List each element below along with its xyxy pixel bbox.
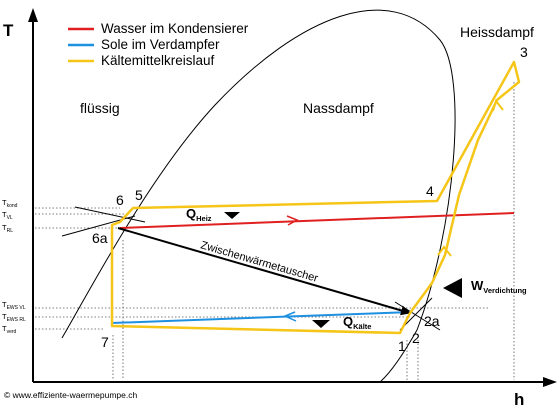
region-liquid: flüssig	[80, 100, 120, 116]
x-axis-arrow-icon	[543, 377, 557, 387]
saturation-dome	[61, 9, 456, 383]
legend-label-refrigerant: Kältemittelkreislauf	[101, 53, 215, 68]
refrigerant-arrow-lower-icon	[492, 98, 504, 112]
copyright-text: © www.effiziente-waermepumpe.ch	[4, 390, 137, 400]
brine-evaporator-line	[111, 311, 413, 324]
w-verdichtung-arrow-icon	[443, 278, 462, 298]
legend-label-brine: Sole im Verdampfer	[101, 37, 220, 52]
vertical-guides	[112, 82, 515, 380]
tick-t-ews-rl: TEWS RL	[2, 312, 26, 323]
refrigerant-cycle	[110, 60, 521, 335]
tangent-line-condenser	[74, 206, 146, 223]
y-axis-arrow-icon	[28, 8, 38, 22]
legend: Wasser im Kondensierer Sole im Verdampfe…	[68, 21, 249, 68]
tick-t-ews-vl: TEWS VL	[2, 300, 26, 311]
point-label-7: 7	[101, 334, 109, 350]
water-condenser-line	[119, 212, 515, 229]
point-label-4: 4	[426, 183, 434, 199]
y-axis-label: T	[3, 21, 14, 40]
tick-t-verd: Tverd	[2, 324, 17, 335]
point-label-3: 3	[520, 44, 528, 60]
label-q-heiz: QHeiz	[186, 206, 212, 223]
brine-flow-arrow-icon	[283, 311, 297, 322]
q-heiz-arrow-icon	[224, 212, 240, 219]
point-label-6: 6	[116, 192, 124, 208]
water-flow-arrow-icon	[286, 215, 299, 226]
legend-label-water: Wasser im Kondensierer	[101, 21, 249, 36]
label-w-verdichtung: WVerdichtung	[471, 278, 527, 295]
label-heat-exchanger: Zwischenwärmetauscher	[199, 239, 319, 285]
tick-t-vl: TVL	[2, 210, 13, 221]
region-superheated: Heissdampf	[460, 24, 534, 40]
point-label-1: 1	[398, 338, 406, 354]
x-axis-label: h	[514, 390, 524, 406]
refrigerant-arrow-upper-icon	[437, 245, 452, 257]
point-label-5: 5	[135, 187, 143, 203]
point-label-2a: 2a	[424, 313, 440, 329]
tick-t-kond: Tkond	[2, 198, 18, 209]
point-label-2: 2	[412, 330, 420, 346]
heat-exchanger-line	[117, 227, 411, 316]
label-q-kaelte: QKälte	[343, 314, 371, 331]
q-kaelte-arrow-icon	[312, 320, 330, 328]
point-label-6a: 6a	[92, 230, 108, 246]
tick-t-rl: TRL	[2, 223, 13, 234]
region-wet-steam: Nassdampf	[303, 100, 374, 116]
